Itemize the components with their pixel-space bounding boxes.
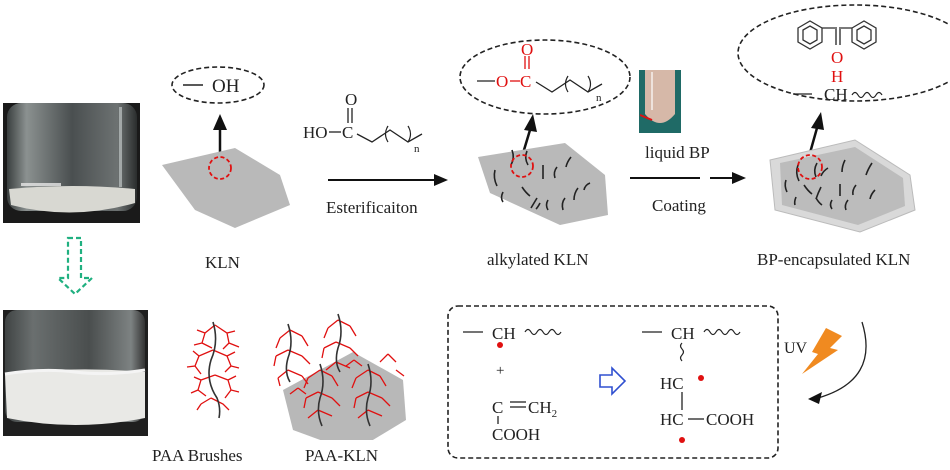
arrow-right-icon	[434, 174, 448, 186]
paa-kln-label: PAA-KLN	[305, 446, 379, 465]
mechanism-dashed-box	[447, 305, 779, 459]
red-dashed-circle	[797, 154, 823, 180]
kln-step: OH O HO C n	[162, 66, 448, 228]
coating-label: Coating	[652, 196, 706, 215]
bp-encapsulated-kln-label: BP-encapsulated KLN	[757, 250, 911, 269]
alkyl-chains	[784, 159, 876, 211]
wavy-chain	[851, 91, 883, 99]
ch-label: CH	[824, 85, 848, 104]
kln-flake	[162, 148, 290, 228]
alkene-c: C	[492, 398, 503, 417]
bp-vial-photo	[639, 70, 681, 133]
polymer-backbones	[285, 313, 372, 427]
lightning-bolt-icon	[802, 328, 842, 374]
red-dashed-circle	[510, 154, 534, 178]
wavy-chain	[524, 328, 562, 336]
ester-carbonyl-o: O	[521, 40, 533, 59]
hc-cooh: HC	[660, 410, 684, 429]
radical-dot	[698, 375, 704, 381]
alkylated-kln-label: alkylated KLN	[487, 250, 589, 269]
radical-dot	[679, 437, 685, 443]
wavy-chain	[703, 328, 741, 336]
grafting-mechanism: CH + C CH2 COOH CH HC HC COOH UV	[447, 305, 867, 459]
arrow-up-icon	[213, 114, 227, 130]
ester-o: O	[496, 72, 508, 91]
curved-arrow	[817, 321, 867, 399]
alkylated-kln-flake	[478, 143, 608, 225]
arrow-up-icon	[811, 112, 824, 130]
radical-ch: CH	[492, 324, 516, 343]
red-dashed-circle	[208, 156, 232, 180]
coating-arrow-head	[710, 172, 746, 184]
repeat-n: n	[596, 92, 602, 104]
alkyl-chains	[493, 149, 591, 211]
ester-callout	[459, 39, 631, 115]
hydroxyl-ho: HO	[303, 123, 328, 142]
hc-radical: HC	[660, 374, 684, 393]
paa-brushes-drawing	[186, 321, 240, 419]
paa-kln-drawing	[273, 313, 406, 440]
alkylated-kln-step: O C O n	[459, 39, 700, 225]
repeat-n: n	[414, 143, 420, 155]
carbon-c: C	[342, 123, 353, 142]
wavy-bond	[679, 342, 685, 362]
arrow-up-icon	[524, 114, 537, 132]
beaker-after-drawing	[3, 310, 148, 436]
radical-dot	[497, 342, 503, 348]
beaker-photo-after	[3, 310, 148, 436]
bp-o: O	[831, 48, 843, 67]
ester-c: C	[520, 72, 531, 91]
benzophenone-structure	[797, 20, 877, 50]
liquid-bp-label: liquid BP	[645, 143, 710, 162]
polymer-backbone	[208, 321, 221, 419]
plus-sign: +	[496, 363, 504, 379]
carbonyl-o: O	[345, 90, 357, 109]
kln-label: KLN	[205, 253, 240, 272]
uv-label: UV	[784, 340, 808, 357]
acrylic-cooh: COOH	[492, 425, 540, 444]
beaker-photo-before	[3, 103, 140, 223]
paa-brushes-label: PAA Brushes	[152, 446, 243, 465]
green-dashed-down-arrow	[55, 236, 95, 296]
bp-encapsulated-step: O H CH	[737, 4, 950, 233]
grafted-ch: CH	[671, 324, 695, 343]
blue-hollow-arrow-icon	[599, 366, 627, 396]
esterification-label: Esterificaiton	[326, 198, 418, 217]
arrow-right-icon	[732, 172, 746, 184]
oh-group-callout	[171, 66, 265, 104]
oh-label: OH	[212, 76, 240, 97]
hydrogen-h: H	[831, 67, 843, 86]
arrow-left-icon	[808, 392, 822, 404]
ch2-group: CH2	[528, 398, 557, 420]
beaker-before-drawing	[3, 103, 140, 223]
grafted-cooh: COOH	[706, 410, 754, 429]
